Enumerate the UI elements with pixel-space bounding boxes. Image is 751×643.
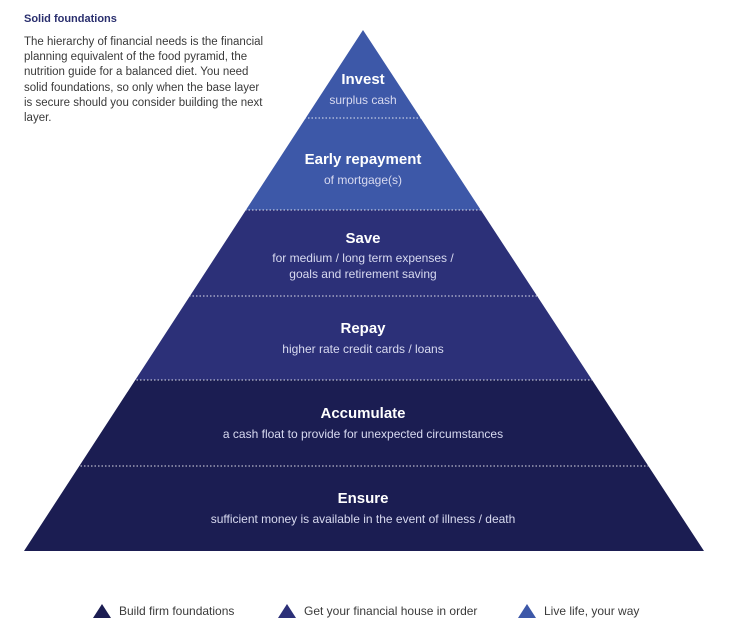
legend-label: Get your financial house in order	[304, 604, 478, 618]
layer-subtitle: goals and retirement saving	[289, 267, 436, 281]
layer-title: Accumulate	[320, 405, 405, 422]
layer-title: Ensure	[338, 490, 389, 507]
legend-item-live-life-your-way: Live life, your way	[518, 604, 639, 618]
legend: Build firm foundations Get your financia…	[0, 604, 751, 624]
triangle-icon	[278, 604, 296, 618]
triangle-icon	[93, 604, 111, 618]
layer-subtitle: of mortgage(s)	[324, 173, 402, 187]
layer-title: Invest	[341, 71, 384, 88]
triangle-icon	[518, 604, 536, 618]
pyramid-layer-repay	[24, 296, 704, 381]
layer-title: Early repayment	[305, 151, 422, 168]
intro-title: Solid foundations	[24, 13, 117, 25]
layer-subtitle: surplus cash	[329, 93, 396, 107]
layer-title: Repay	[340, 320, 386, 337]
legend-label: Live life, your way	[544, 604, 640, 618]
legend-label: Build firm foundations	[119, 604, 235, 618]
layer-title: Save	[345, 230, 380, 247]
layer-subtitle: a cash float to provide for unexpected c…	[223, 427, 503, 441]
pyramid-layer-accumulate	[24, 380, 704, 467]
layer-subtitle: higher rate credit cards / loans	[282, 342, 443, 356]
legend-item-get-your-financial-house-in-order: Get your financial house in order	[278, 604, 477, 618]
pyramid-layer-ensure	[24, 466, 704, 551]
legend-item-build-firm-foundations: Build firm foundations	[93, 604, 234, 618]
intro-body: The hierarchy of financial needs is the …	[24, 36, 264, 125]
intro-section: Solid foundations The hierarchy of finan…	[24, 12, 264, 126]
layer-subtitle: sufficient money is available in the eve…	[211, 512, 516, 526]
layer-subtitle: for medium / long term expenses /	[272, 251, 454, 265]
